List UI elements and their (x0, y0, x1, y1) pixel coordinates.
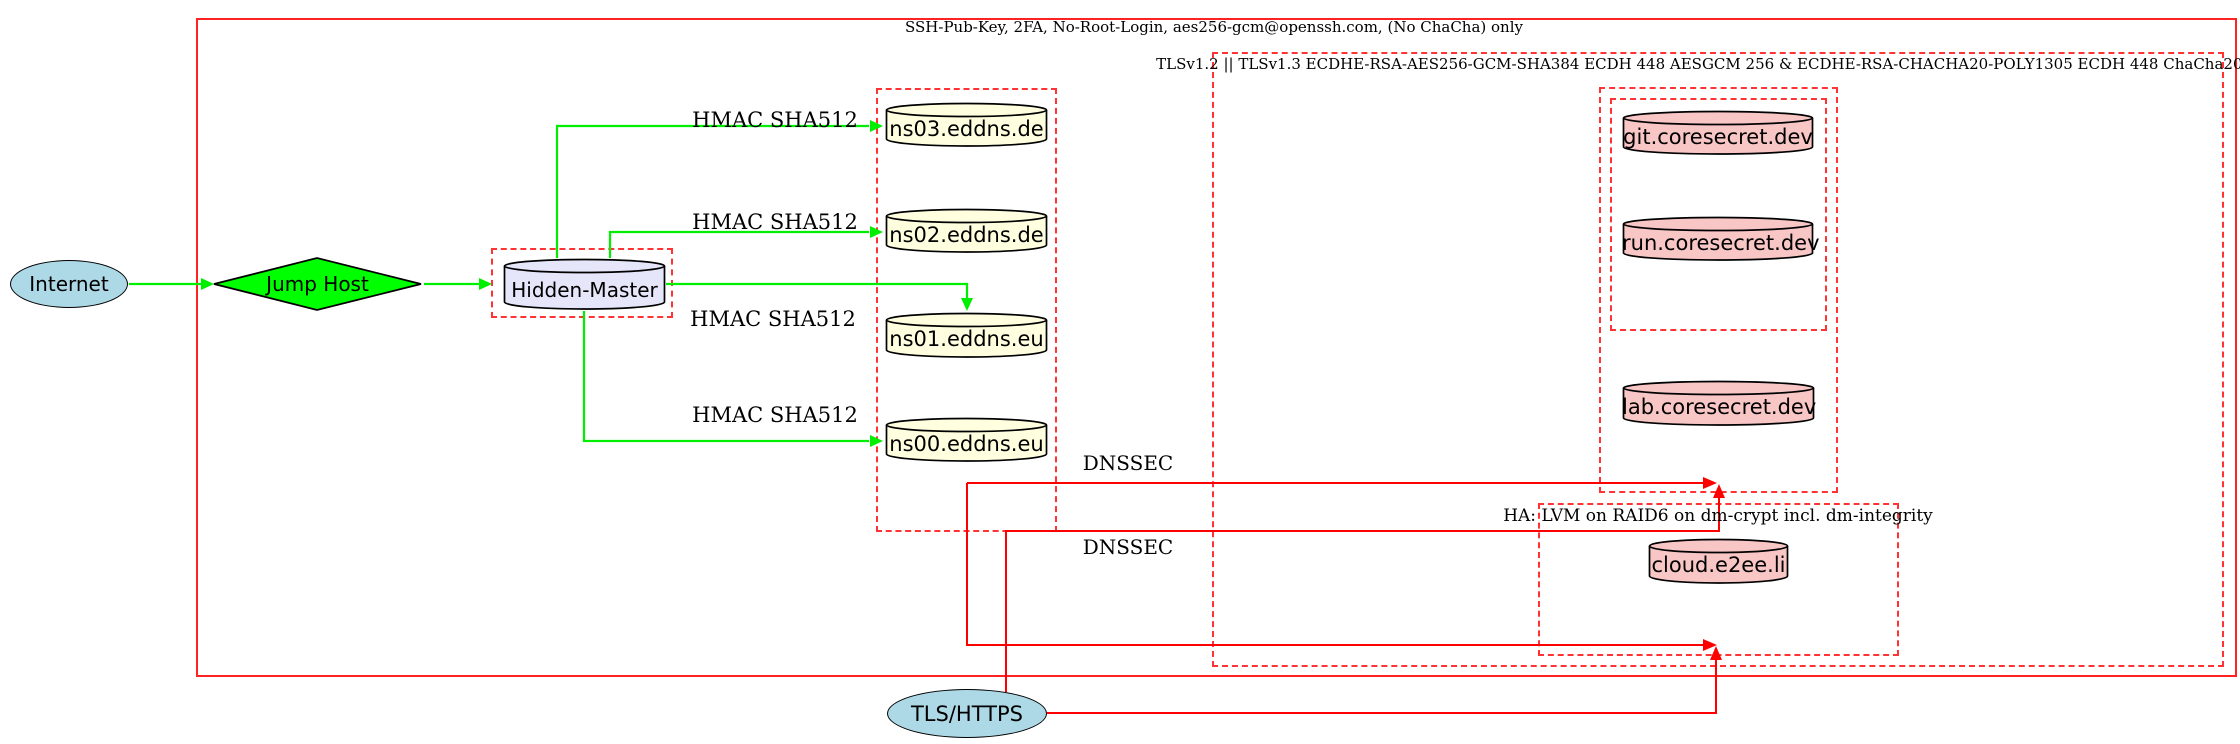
hidden-master-label: Hidden-Master (511, 278, 658, 302)
cylinder-shape (885, 208, 1048, 253)
cylinder-shape (885, 312, 1048, 358)
green-ssh-edges (129, 124, 969, 443)
hmac-label-ns02: HMAC SHA512 (692, 210, 858, 234)
cloud-e2ee-label: cloud.e2ee.li (1651, 553, 1786, 577)
diamond-shape (213, 257, 422, 311)
cylinder-shape (1622, 110, 1814, 155)
run-coresecret-node[interactable]: run.coresecret.dev (1622, 216, 1820, 262)
ssh-policy-cluster-box (196, 18, 2237, 677)
git-coresecret-label: git.coresecret.dev (1623, 125, 1813, 149)
cylinder-shape (1648, 538, 1789, 584)
git-coresecret-node[interactable]: git.coresecret.dev (1622, 110, 1814, 156)
dnssec-label-lower: DNSSEC (1082, 535, 1174, 559)
lab-coresecret-label: lab.coresecret.dev (1622, 395, 1817, 419)
jump-host-label: Jump Host (266, 272, 369, 296)
ns03-node[interactable]: ns03.eddns.de (885, 102, 1048, 148)
lab-coresecret-node[interactable]: lab.coresecret.dev (1622, 380, 1817, 427)
hmac-label-ns00: HMAC SHA512 (692, 403, 858, 427)
ns03-label: ns03.eddns.de (889, 117, 1044, 141)
hmac-label-ns03: HMAC SHA512 (692, 108, 858, 132)
dnssec-label-upper: DNSSEC (1082, 451, 1174, 475)
tls-https-label: TLS/HTTPS (910, 701, 1023, 726)
cylinder-shape (503, 258, 666, 310)
hidden-master-node[interactable]: Hidden-Master (503, 258, 666, 311)
red-arrowheads (1703, 477, 1725, 660)
cloud-e2ee-node[interactable]: cloud.e2ee.li (1648, 538, 1789, 585)
internet-node[interactable]: Internet (10, 260, 128, 308)
ns02-node[interactable]: ns02.eddns.de (885, 208, 1048, 254)
internet-node-label: Internet (29, 272, 109, 296)
hmac-label-ns01: HMAC SHA512 (690, 307, 856, 331)
ha-storage-label: HA: LVM on RAID6 on dm-crypt incl. dm-in… (1503, 506, 1933, 526)
ssh-policy-label: SSH-Pub-Key, 2FA, No-Root-Login, aes256-… (905, 18, 1523, 36)
ns00-label: ns00.eddns.eu (889, 432, 1044, 456)
tls-https-node[interactable]: TLS/HTTPS (887, 689, 1047, 738)
cylinder-shape (1622, 380, 1815, 426)
cylinder-shape (885, 417, 1048, 462)
cylinder-shape (1622, 216, 1814, 261)
ns01-label: ns01.eddns.eu (889, 327, 1044, 351)
red-tls-dnssec-edges (966, 482, 1720, 714)
green-arrowheads (201, 120, 973, 447)
run-coresecret-label: run.coresecret.dev (1622, 231, 1820, 255)
coresecret-inner-cluster-box (1610, 98, 1827, 331)
tls-policy-cluster-box (1212, 52, 2224, 667)
jump-host-node[interactable]: Jump Host (212, 257, 423, 311)
ns00-node[interactable]: ns00.eddns.eu (885, 417, 1048, 463)
ns02-label: ns02.eddns.de (889, 223, 1044, 247)
tls-policy-label: TLSv1.2 || TLSv1.3 ECDHE-RSA-AES256-GCM-… (1156, 55, 2240, 73)
ns01-node[interactable]: ns01.eddns.eu (885, 312, 1048, 359)
cylinder-shape (885, 102, 1048, 147)
